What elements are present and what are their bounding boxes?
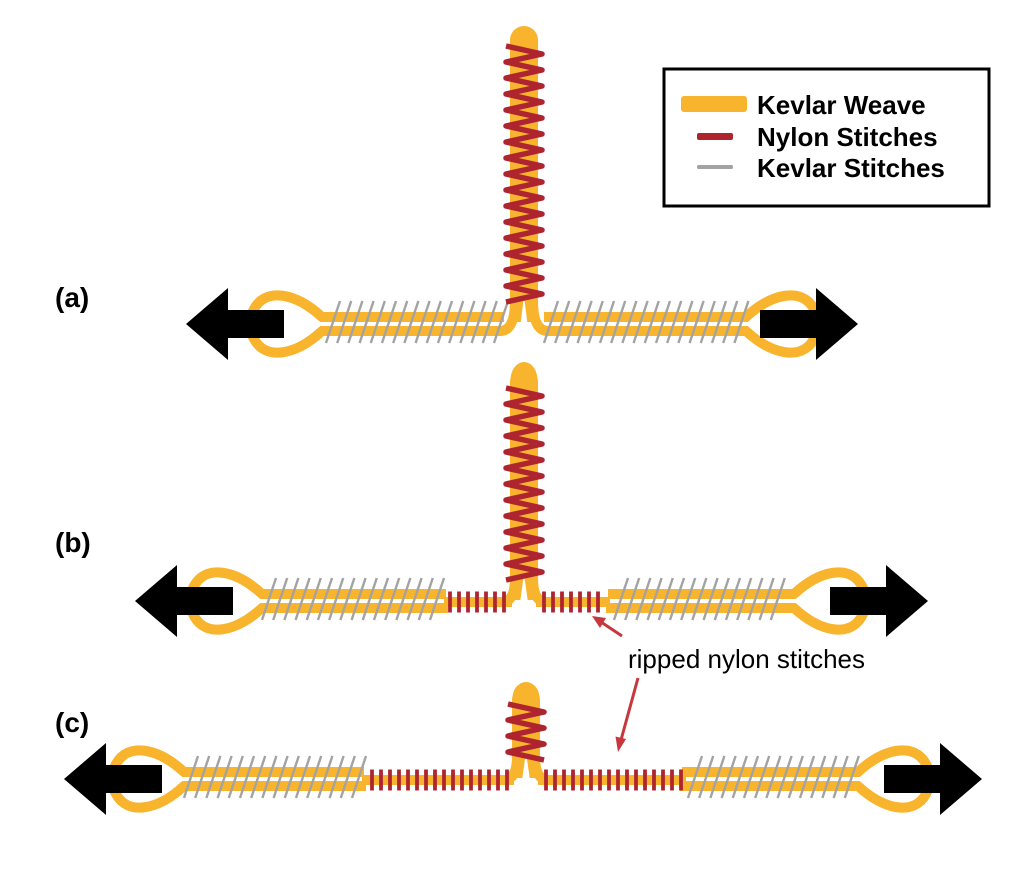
fold-elbow-right (528, 299, 549, 336)
nylon-stitches-swatch (697, 133, 733, 140)
fold-notch (519, 574, 529, 606)
panel-b-label: (b) (55, 527, 91, 558)
fold-elbow-left (499, 299, 520, 336)
annotation-arrow-to-b (600, 620, 623, 638)
kevlar-stitches-right (686, 755, 860, 799)
tension-arrow-left (186, 288, 284, 360)
ripped-nylon-stitches-left (448, 591, 506, 613)
kevlar-stitches-left (182, 755, 368, 799)
nylon-stitches-label: Nylon Stitches (757, 122, 938, 152)
ripped-nylon-stitches-right (542, 591, 600, 613)
kevlar-stitches-right (542, 300, 750, 344)
nylon-zigzag-stitches (505, 701, 547, 763)
nylon-zigzag-stitches (503, 43, 545, 305)
legend: Kevlar Weave Nylon Stitches Kevlar Stitc… (662, 67, 991, 208)
panel-a-label: (a) (55, 282, 89, 313)
fold-notch (519, 296, 529, 332)
legend-box (662, 67, 991, 208)
kevlar-stitches-left (260, 577, 446, 621)
panel-c: (c) (55, 682, 982, 815)
panel-b: (b) (55, 362, 928, 637)
annotation-arrowhead-b (592, 616, 606, 628)
ripped-nylon-stitches-right (544, 769, 683, 791)
tension-arrow-right (760, 288, 858, 360)
fold-notch (521, 752, 531, 784)
annotation-ripped-stitches: ripped nylon stitches (592, 616, 865, 752)
kevlar-stitches-swatch (697, 165, 733, 169)
tension-arrow-right (830, 565, 928, 637)
tension-arrow-left (135, 565, 233, 637)
annotation-arrow-to-c (619, 677, 640, 741)
ripped-nylon-stitches-left (370, 769, 509, 791)
kevlar-stitches-right (612, 577, 786, 621)
kevlar-stitches-label: Kevlar Stitches (757, 153, 945, 183)
annotation-arrowhead-c (615, 736, 626, 752)
panel-c-label: (c) (55, 707, 89, 738)
panel-a: (a) (55, 26, 858, 360)
nylon-zigzag-stitches (503, 385, 545, 583)
tension-arrow-left (64, 743, 162, 815)
kevlar-weave-label: Kevlar Weave (757, 90, 926, 120)
kevlar-weave-swatch (681, 96, 747, 112)
kevlar-stitches-left (324, 300, 510, 344)
annotation-text: ripped nylon stitches (628, 644, 865, 674)
tension-arrow-right (884, 743, 982, 815)
